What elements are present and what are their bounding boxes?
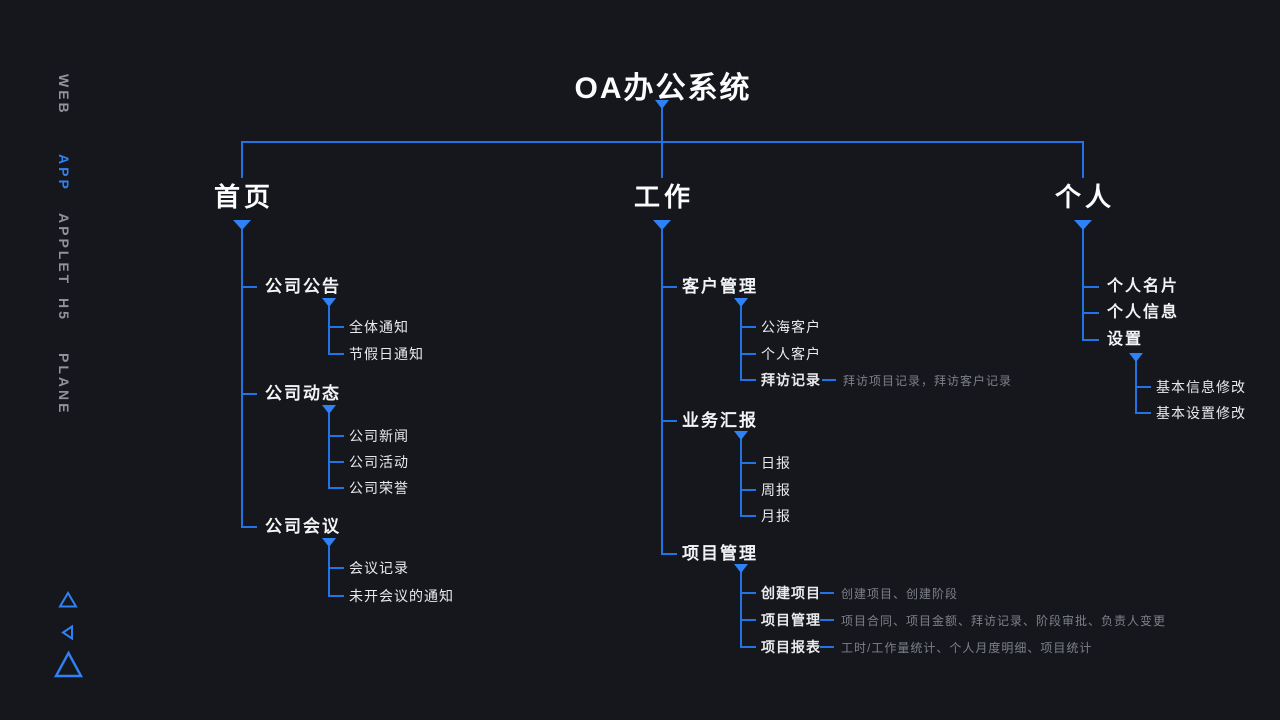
connector-line [328,461,344,463]
connector-line [328,326,344,328]
section-company-news-label: 公司动态 [265,384,341,403]
connector-line [328,435,344,437]
leaf-label: 创建项目 [761,585,821,601]
triangle-up-large-icon [53,650,84,679]
section-arrow-icon [322,298,336,307]
branch-work-label: 工作 [633,182,695,212]
connector-line [661,420,677,422]
branch-home-label: 首页 [213,182,275,212]
connector-line [740,489,756,491]
section-arrow-icon [322,405,336,414]
leaf-label: 公司荣誉 [349,480,409,496]
sidebar-item-h5[interactable]: H5 [56,298,72,322]
connector-line [241,286,257,288]
connector-line [661,108,663,178]
leaf-label: 基本信息修改 [1156,379,1246,395]
branch-arrow-icon [1074,220,1092,230]
leaf-label: 日报 [761,455,791,471]
item-settings-label: 设置 [1107,331,1144,348]
sidebar-item-app[interactable]: APP [56,154,72,192]
leaf-label: 基本设置修改 [1156,405,1246,421]
section-arrow-icon [734,564,748,573]
leaf-label: 项目管理 [761,612,821,628]
connector-arrow-icon [655,100,669,109]
connector-line [740,572,742,648]
leaf-label: 周报 [761,482,791,498]
item-personal-info-label: 个人信息 [1107,304,1180,321]
connector-line [740,379,756,381]
connector-line [740,619,756,621]
leaf-label: 会议记录 [349,560,409,576]
connector-line [328,487,344,489]
leaf-label: 节假日通知 [349,346,424,362]
leaf-label: 拜访记录 [761,372,821,388]
branch-arrow-icon [653,220,671,230]
leaf-note: 项目合同、项目金额、拜访记录、阶段审批、负责人变更 [841,614,1167,628]
connector-line [820,619,834,621]
connector-line [661,229,663,555]
connector-line [1135,412,1151,414]
connector-line [740,439,742,516]
connector-line [241,526,257,528]
connector-line [241,141,243,178]
connector-line [740,353,756,355]
sidebar-item-web[interactable]: WEB [56,74,72,116]
leaf-note: 拜访项目记录，拜访客户记录 [843,374,1013,388]
connector-line [241,393,257,395]
connector-line [740,462,756,464]
branch-arrow-icon [233,220,251,230]
sidebar-item-plane[interactable]: PLANE [56,353,72,416]
connector-line [328,306,330,355]
leaf-label: 公司新闻 [349,428,409,444]
leaf-note: 工时/工作量统计、个人月度明细、项目统计 [841,641,1093,655]
leaf-label: 个人客户 [761,346,821,362]
leaf-label: 公司活动 [349,454,409,470]
section-company-notice-label: 公司公告 [265,277,341,296]
leaf-label: 项目报表 [761,639,821,655]
connector-line [822,379,836,381]
leaf-label: 公海客户 [761,319,821,335]
connector-line [241,229,243,528]
connector-line [820,646,834,648]
connector-line [1082,339,1099,341]
connector-line [1135,386,1151,388]
branch-personal-label: 个人 [1054,182,1116,212]
section-arrow-icon [734,431,748,440]
connector-line [328,595,344,597]
section-arrow-icon [734,298,748,307]
connector-line [740,306,742,381]
section-customer-mgmt-label: 客户管理 [682,277,758,296]
connector-line [1082,141,1084,178]
connector-line [661,286,677,288]
connector-line [328,546,330,596]
section-arrow-icon [322,538,336,547]
triangle-left-small-icon [61,624,74,641]
page-title: OA办公系统 [574,72,752,105]
connector-line [241,141,1084,143]
leaf-label: 月报 [761,508,791,524]
connector-line [740,592,756,594]
connector-line [740,515,756,517]
connector-line [661,553,677,555]
connector-line [1082,229,1084,341]
sidebar-item-applet[interactable]: APPLET [56,213,72,287]
leaf-label: 全体通知 [349,319,409,335]
connector-line [740,326,756,328]
connector-line [328,353,344,355]
section-company-meeting-label: 公司会议 [265,517,341,536]
section-business-report-label: 业务汇报 [682,411,758,430]
triangle-up-small-icon [58,591,78,609]
connector-line [1082,312,1099,314]
leaf-note: 创建项目、创建阶段 [841,587,959,601]
leaf-label: 未开会议的通知 [349,588,454,604]
connector-line [820,592,834,594]
connector-line [328,567,344,569]
connector-line [1082,286,1099,288]
connector-line [328,413,330,489]
section-project-mgmt-label: 项目管理 [682,544,758,563]
item-business-card-label: 个人名片 [1107,278,1180,295]
section-arrow-icon [1129,353,1143,362]
connector-line [740,646,756,648]
